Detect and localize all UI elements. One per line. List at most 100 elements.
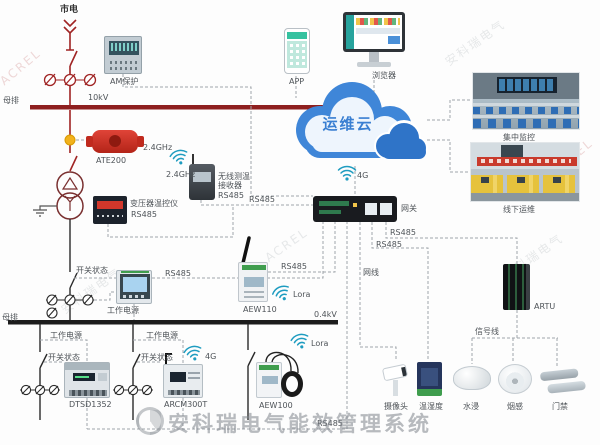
branch1-feeder	[39, 324, 48, 420]
door-access-sensor	[539, 366, 587, 398]
lora-icon	[272, 285, 289, 301]
transformer-temp-controller-label: 变压器温控仪	[130, 199, 178, 208]
switch-status-label: 开关状态	[76, 266, 108, 275]
protection-relay-label: AM保护	[110, 77, 139, 86]
dtsd1352-label: DTSD1352	[69, 400, 112, 409]
branch3-feeder	[247, 324, 256, 420]
apm-meter-device	[116, 270, 152, 304]
transformer-symbol	[56, 171, 84, 220]
rs485-label: RS485	[249, 195, 275, 204]
utility-power-label: 市电	[60, 5, 79, 15]
water-leak-label: 水浸	[463, 402, 479, 411]
ground-symbol	[33, 205, 57, 217]
offline-ops-label: 线下运维	[503, 205, 535, 214]
junction-dot	[64, 134, 76, 146]
freq-24ghz-label: 2.4GHz	[166, 170, 196, 179]
gateway-device	[313, 196, 397, 222]
acrel-watermark: ACREL	[0, 45, 44, 89]
signal-line-label: 信号线	[475, 327, 499, 336]
ate200-wing	[86, 136, 93, 147]
lv-voltage-label: 0.4kV	[314, 310, 337, 319]
branch2-ct-group	[113, 384, 153, 396]
artu-device	[503, 264, 530, 310]
rs485-bus	[87, 222, 348, 430]
transformer-switch	[69, 110, 78, 172]
ate200-device	[86, 130, 144, 153]
hv-busbar-label: 母排	[3, 96, 19, 105]
app-label: APP	[289, 77, 305, 86]
am-protection-relay-device	[104, 36, 142, 74]
temp-humidity-label: 温湿度	[419, 402, 443, 411]
acrel-logo-watermark	[136, 407, 164, 435]
rs485-label: RS485	[131, 210, 157, 219]
net-4g-label: 4G	[357, 171, 369, 180]
camera-device	[381, 363, 409, 382]
freq-24ghz-label: 2.4GHz	[143, 143, 173, 152]
aew100-device	[256, 362, 282, 398]
photo-offline-ops	[470, 142, 580, 202]
hv-ct-group	[43, 73, 97, 87]
cloud-photo2-line	[427, 139, 469, 173]
aew110-label: AEW110	[243, 305, 277, 314]
acrel-watermark: ACREL	[262, 225, 311, 265]
browser-label: 浏览器	[372, 71, 396, 80]
cloud-label: 运维云	[322, 115, 374, 133]
lv-busbar	[8, 320, 338, 325]
branch1-ct-group	[20, 384, 60, 396]
wireless-receiver-label: 无线测温	[218, 172, 250, 181]
rs485-label: RS485	[218, 191, 244, 200]
acrel-cn-watermark: 安科瑞电气	[442, 17, 508, 69]
switch-status-label: 开关状态	[48, 353, 80, 362]
monitor-device	[343, 12, 405, 52]
dtsd1352-meter-device	[64, 362, 110, 398]
incoming-feeder-arrow	[63, 19, 77, 35]
work-power-label: 工作电源	[107, 306, 139, 315]
rs485-label: RS485	[376, 240, 402, 249]
arcm300t-meter-device	[163, 364, 203, 398]
water-leak-sensor	[453, 366, 491, 390]
ate200-label: ATE200	[96, 156, 127, 165]
rs485-label: RS485	[281, 262, 307, 271]
door-access-label: 门禁	[552, 402, 568, 411]
net-cable-label: 网线	[363, 268, 379, 277]
lora-icon	[290, 333, 309, 349]
cloud-photo1-line	[427, 99, 471, 121]
aew110-device	[238, 262, 268, 302]
aew110-antenna	[241, 236, 251, 265]
door-sensor-bar	[539, 368, 579, 382]
temp-humidity-sensor	[417, 362, 442, 396]
lv-busbar-label: 母排	[2, 313, 18, 322]
monitor-stand	[369, 52, 379, 62]
ate200-hub	[109, 135, 121, 147]
lora-label: Lora	[311, 339, 329, 348]
hv-voltage-label: 10kV	[88, 93, 109, 102]
net-4g-label: 4G	[205, 352, 217, 361]
phone-device	[284, 28, 310, 74]
hv-busbar	[30, 105, 330, 110]
gateway-label: 网关	[401, 204, 417, 213]
ct-clamp	[281, 371, 303, 397]
door-sensor-bar	[547, 380, 586, 394]
camera-mount	[393, 380, 398, 396]
system-title-watermark: 安科瑞电气能效管理系统	[168, 412, 432, 436]
artu-label: ARTU	[534, 302, 556, 311]
photo-central-monitoring	[472, 72, 580, 130]
branch2-feeder	[132, 324, 141, 420]
smoke-label: 烟感	[507, 402, 523, 411]
wifi-4g-icon	[337, 165, 357, 181]
rs485-label: RS485	[165, 269, 191, 278]
central-monitoring-label: 集中监控	[503, 133, 535, 142]
work-power-label: 工作电源	[50, 331, 82, 340]
smoke-sensor	[498, 364, 532, 394]
wireless-receiver-label: 接收器	[218, 181, 242, 190]
work-power-label: 工作电源	[146, 331, 178, 340]
lora-label: Lora	[293, 290, 311, 299]
rs485-label: RS485	[390, 228, 416, 237]
monitor-base	[357, 62, 391, 67]
transformer-temp-controller-device	[93, 196, 127, 224]
wifi-4g-icon	[183, 345, 202, 361]
camera-label: 摄像头	[384, 402, 408, 411]
wifi-24ghz-icon	[169, 149, 188, 165]
hv-switch	[66, 32, 78, 106]
